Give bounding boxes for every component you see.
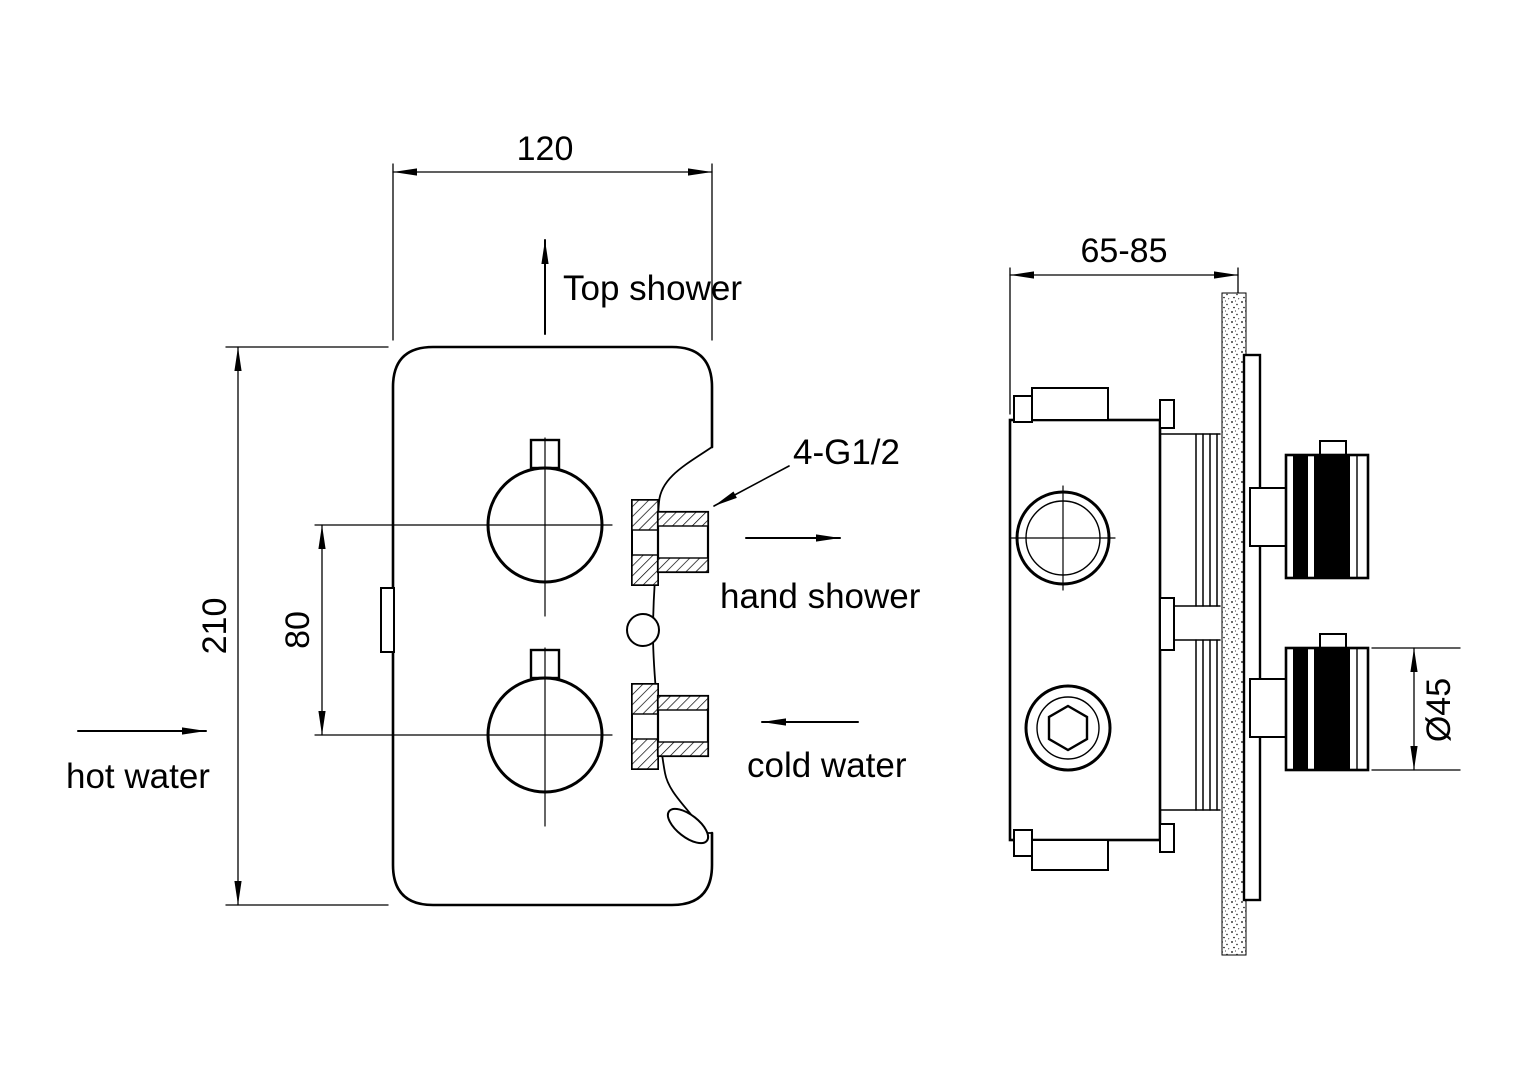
wall-section (1221, 292, 1247, 956)
handle-bottom-button (1319, 633, 1347, 649)
dim-width-label: 120 (517, 130, 574, 168)
hand-shower-label: hand shower (720, 577, 921, 616)
screw-hole (626, 613, 660, 647)
section-break-line (652, 446, 713, 834)
handle-top-button (1319, 440, 1347, 456)
dim-height-label: 210 (196, 598, 234, 655)
outlet-port-top (631, 499, 710, 586)
side-view: 65-85 (1008, 232, 1461, 956)
mounting-sleeves (1159, 433, 1221, 811)
handle-side-bottom (1249, 633, 1370, 772)
cold-water-label: cold water (747, 746, 907, 785)
top-shower-label: Top shower (563, 269, 742, 308)
dim-depth-label: 65-85 (1081, 232, 1168, 270)
mounting-slot (666, 807, 710, 845)
thread-label: 4-G1/2 (793, 433, 900, 472)
bottom-handle (486, 647, 604, 827)
hex-fitting-circle (1024, 684, 1112, 772)
finishing-plate (1242, 353, 1262, 902)
handle-centerlines (314, 524, 613, 736)
top-handle (486, 437, 604, 617)
valve-body-outline (391, 345, 714, 907)
dim-width-120 (392, 163, 713, 341)
hot-water-label: hot water (66, 757, 210, 796)
dim-diameter-45 (1371, 647, 1461, 771)
inlet-port-bottom (631, 683, 710, 770)
dim-diameter-label: Ø45 (1420, 678, 1458, 742)
dim-spacing-label: 80 (279, 611, 317, 649)
valve-body-side (1008, 387, 1175, 871)
thread-leader (713, 465, 790, 507)
handle-side-top (1249, 440, 1370, 580)
cartridge-circle (1010, 485, 1116, 591)
left-tab (380, 587, 395, 653)
dim-height-210 (225, 346, 389, 906)
front-view: 120 Top shower (66, 130, 921, 907)
